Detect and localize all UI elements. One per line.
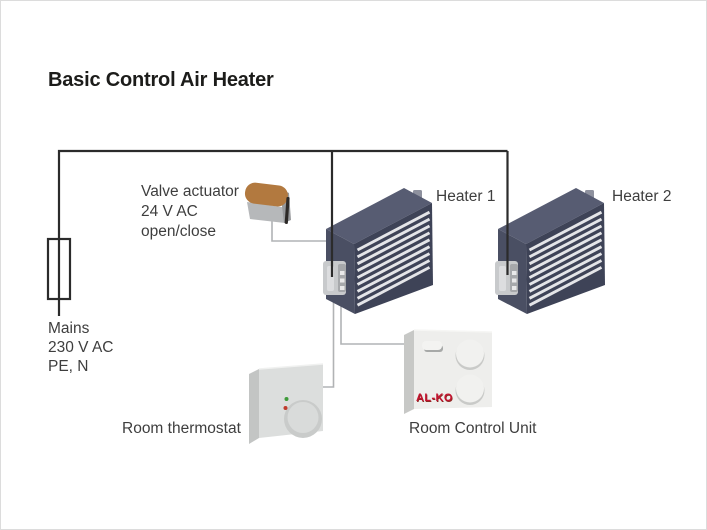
- mains-label: Mains 230 V AC PE, N: [48, 319, 114, 376]
- thermostat-top-edge: [258, 363, 324, 370]
- thermostat-side: [249, 369, 259, 444]
- thermostat-dial-face: [287, 402, 319, 433]
- heater2-label: Heater 2: [612, 188, 672, 205]
- control-unit-knob-bottom: [456, 374, 484, 403]
- alko-brand-logo: AL-KO: [416, 392, 453, 404]
- heater2-graphic: [493, 186, 607, 316]
- room-thermostat-graphic: [249, 363, 324, 444]
- heater1-label: Heater 1: [436, 188, 496, 205]
- valve-actuator-label-voltage: 24 V AC: [141, 203, 198, 220]
- heater1-graphic: [321, 186, 435, 316]
- wire-mains-loop: [57, 149, 508, 316]
- valve-actuator-graphic: [244, 182, 291, 224]
- thermostat-led-red: [283, 406, 288, 410]
- room-control-unit-graphic: [404, 329, 493, 414]
- valve-actuator-label: Valve actuator 24 V AC open/close: [141, 182, 239, 242]
- actuator-stem: [284, 196, 290, 224]
- control-unit-side: [404, 330, 414, 414]
- wire-actuator-to-heater1: [271, 213, 328, 242]
- control-unit-top-edge: [413, 329, 493, 333]
- valve-actuator-label-name: Valve actuator: [141, 183, 239, 200]
- valve-actuator-label-function: open/close: [141, 223, 216, 240]
- page-title: Basic Control Air Heater: [48, 69, 274, 91]
- mains-label-name: Mains: [48, 320, 90, 337]
- room-thermostat-label: Room thermostat: [122, 420, 241, 437]
- actuator-cap: [244, 182, 288, 207]
- control-unit-knob-top: [456, 339, 484, 368]
- control-unit-slot: [422, 341, 442, 350]
- mains-label-conductors: PE, N: [48, 358, 89, 375]
- wire-thermostat-to-heater1: [323, 293, 335, 388]
- room-control-unit-label: Room Control Unit: [409, 420, 537, 437]
- fuse-symbol: [46, 237, 72, 301]
- mains-label-voltage: 230 V AC: [48, 339, 114, 356]
- thermostat-led-green: [284, 397, 289, 401]
- actuator-body: [247, 202, 288, 223]
